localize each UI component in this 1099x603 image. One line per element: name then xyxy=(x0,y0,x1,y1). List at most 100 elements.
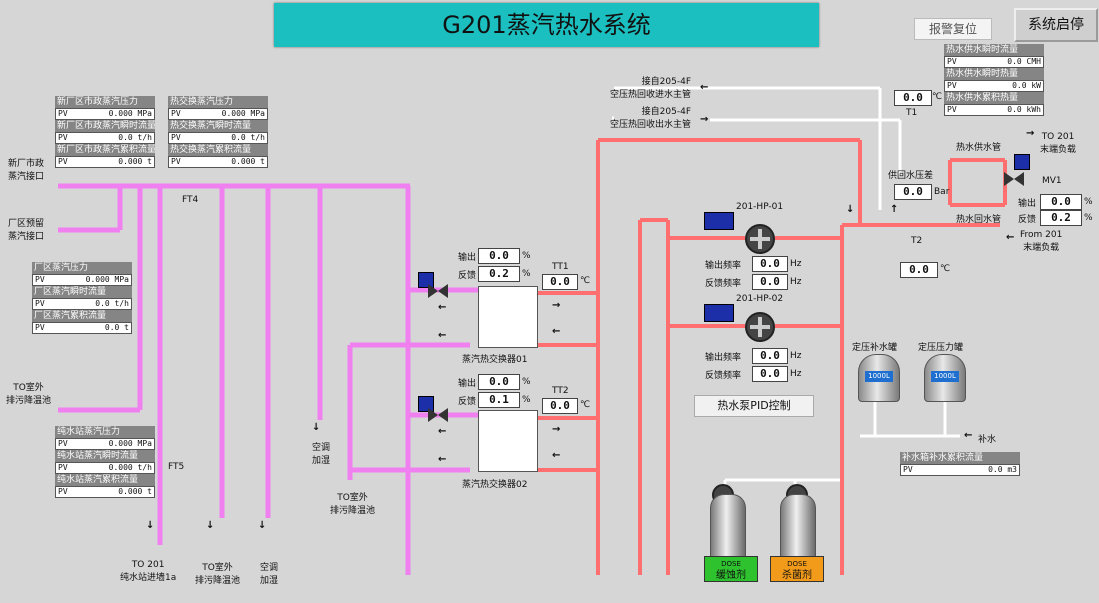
tank-left-label: 定压补水罐 xyxy=(852,343,898,353)
pump1-feedback-freq: 0.0 xyxy=(752,274,788,290)
tt2-label: TT2 xyxy=(552,386,569,396)
bar-unit: Bar xyxy=(934,187,950,197)
up-arrow-icon: ↑ xyxy=(890,204,899,215)
supply-pipe-label: 热水供水管 xyxy=(956,143,1002,153)
chem1-label: 缓蚀剂 xyxy=(716,570,746,581)
down-arrow-icon: ↓ xyxy=(258,520,267,531)
pump2-icon[interactable] xyxy=(745,312,775,342)
control-valve-icon[interactable] xyxy=(428,284,448,298)
ft4-label: FT4 xyxy=(182,195,199,205)
panel-header: 热交换蒸汽累积流量 xyxy=(168,144,268,156)
left-arrow-icon: ← xyxy=(700,82,709,93)
pct-unit: % xyxy=(1084,213,1093,223)
panel-header: 热水供水瞬时热量 xyxy=(944,68,1044,80)
left-arrow-icon: ← xyxy=(438,330,447,341)
t1-label: T1 xyxy=(906,108,918,118)
return2-label: 接自205-4F 空压热回收出水主管 xyxy=(610,107,692,130)
dose-drum1-icon xyxy=(710,494,746,564)
degc-unit: ℃ xyxy=(940,264,951,274)
alarm-reset-button[interactable]: 报警复位 xyxy=(914,18,992,40)
panel-header: 厂区蒸汽累积流量 xyxy=(32,310,132,322)
panel-header: 补水箱补水累积流量 xyxy=(900,452,1020,464)
hz-unit: Hz xyxy=(790,259,802,269)
from-terminal-label: From 201 末端负载 xyxy=(1020,230,1063,253)
pump1-icon[interactable] xyxy=(745,224,775,254)
hz-unit: Hz xyxy=(790,277,802,287)
mv1-label: MV1 xyxy=(1042,176,1062,186)
inlet-city-label: 新厂市政 蒸汽接口 xyxy=(8,159,45,182)
pv-value: 0.000 MPa xyxy=(85,275,129,284)
pv-label: PV xyxy=(947,105,957,114)
down-arrow-icon: ↓ xyxy=(846,204,855,215)
left-arrow-icon: ← xyxy=(552,450,561,461)
mv1-fb-label: 反馈 xyxy=(1018,215,1037,225)
tank-right-level: 1000L xyxy=(931,371,959,382)
pv-value: 0.000 t/h xyxy=(108,463,152,472)
hx1-label: 蒸汽热交换器01 xyxy=(462,355,528,365)
panel-header: 纯水站蒸汽压力 xyxy=(55,426,155,438)
pct-unit: % xyxy=(522,251,531,261)
down-arrow-icon: ↓ xyxy=(312,422,321,433)
ft5-label: FT5 xyxy=(168,462,185,472)
pct-unit: % xyxy=(1084,197,1093,207)
mv1-out-label: 输出 xyxy=(1018,199,1037,209)
p1-fbfreq-label: 反馈频率 xyxy=(705,279,742,289)
pct-unit: % xyxy=(522,395,531,405)
pump2-motor-icon xyxy=(704,304,734,322)
panel-header: 新厂区市政蒸汽压力 xyxy=(55,96,155,108)
left-arrow-icon: ← xyxy=(438,454,447,465)
hx2-fb-label: 反馈 xyxy=(458,397,477,407)
chem1-badge: DOSE 缓蚀剂 xyxy=(704,556,758,582)
heat-exchanger-01[interactable] xyxy=(478,286,538,348)
pv-value: 0.000 MPa xyxy=(108,439,152,448)
return1-label: 接自205-4F 空压热回收进水主管 xyxy=(610,77,692,100)
panel-header: 厂区蒸汽瞬时流量 xyxy=(32,286,132,298)
p2-fbfreq-label: 反馈频率 xyxy=(705,371,742,381)
dp-value: 0.0 xyxy=(894,184,932,200)
control-valve-icon[interactable] xyxy=(428,408,448,422)
pv-label: PV xyxy=(58,133,68,142)
panel-header: 热交换蒸汽压力 xyxy=(168,96,268,108)
mv1-output-value: 0.0 xyxy=(1040,194,1082,210)
dose-drum2-icon xyxy=(780,494,816,564)
mv1-valve-icon[interactable] xyxy=(1004,172,1024,186)
pct-unit: % xyxy=(522,377,531,387)
chem2-label: 杀菌剂 xyxy=(782,570,812,581)
pv-value: 0.000 t xyxy=(118,487,152,496)
degc-unit: ℃ xyxy=(580,276,591,286)
drain-left-label: TO室外 排污降温池 xyxy=(6,383,52,406)
valve-actuator-icon xyxy=(418,272,434,288)
tank-left-level: 1000L xyxy=(865,371,893,382)
panel-header: 纯水站蒸汽瞬时流量 xyxy=(55,450,155,462)
pv-label: PV xyxy=(58,157,68,166)
pump-pid-control-button[interactable]: 热水泵PID控制 xyxy=(694,395,814,417)
pv-value: 0.000 t xyxy=(231,157,265,166)
right-arrow-icon: → xyxy=(552,424,561,435)
right-arrow-icon: → xyxy=(700,114,709,125)
pump2-output-freq: 0.0 xyxy=(752,348,788,364)
left-arrow-icon: ← xyxy=(1006,232,1015,243)
right-arrow-icon: → xyxy=(552,300,561,311)
tank-left-icon[interactable]: 1000L xyxy=(858,354,900,402)
hx1-fb-label: 反馈 xyxy=(458,271,477,281)
pv-label: PV xyxy=(58,463,68,472)
t1-value: 0.0 xyxy=(894,90,932,106)
pv-value: 0.0 kWh xyxy=(1007,105,1041,114)
heat-exchanger-02[interactable] xyxy=(478,410,538,472)
left-arrow-icon: ← xyxy=(438,426,447,437)
panel-header: 厂区蒸汽压力 xyxy=(32,262,132,274)
pump1-label: 201-HP-01 xyxy=(736,202,784,212)
system-start-stop-button[interactable]: 系统启停 xyxy=(1014,8,1098,42)
tank-right-icon[interactable]: 1000L xyxy=(924,354,966,402)
panel-header: 新厂区市政蒸汽瞬时流量 xyxy=(55,120,155,132)
chem1-top: DOSE xyxy=(721,560,741,568)
mv1-feedback-value: 0.2 xyxy=(1040,210,1082,226)
panel-header: 热水供水瞬时流量 xyxy=(944,44,1044,56)
pv-label: PV xyxy=(58,439,68,448)
pump2-feedback-freq: 0.0 xyxy=(752,366,788,382)
hx2-output-value: 0.0 xyxy=(478,374,520,390)
left-arrow-icon: ← xyxy=(964,430,973,441)
